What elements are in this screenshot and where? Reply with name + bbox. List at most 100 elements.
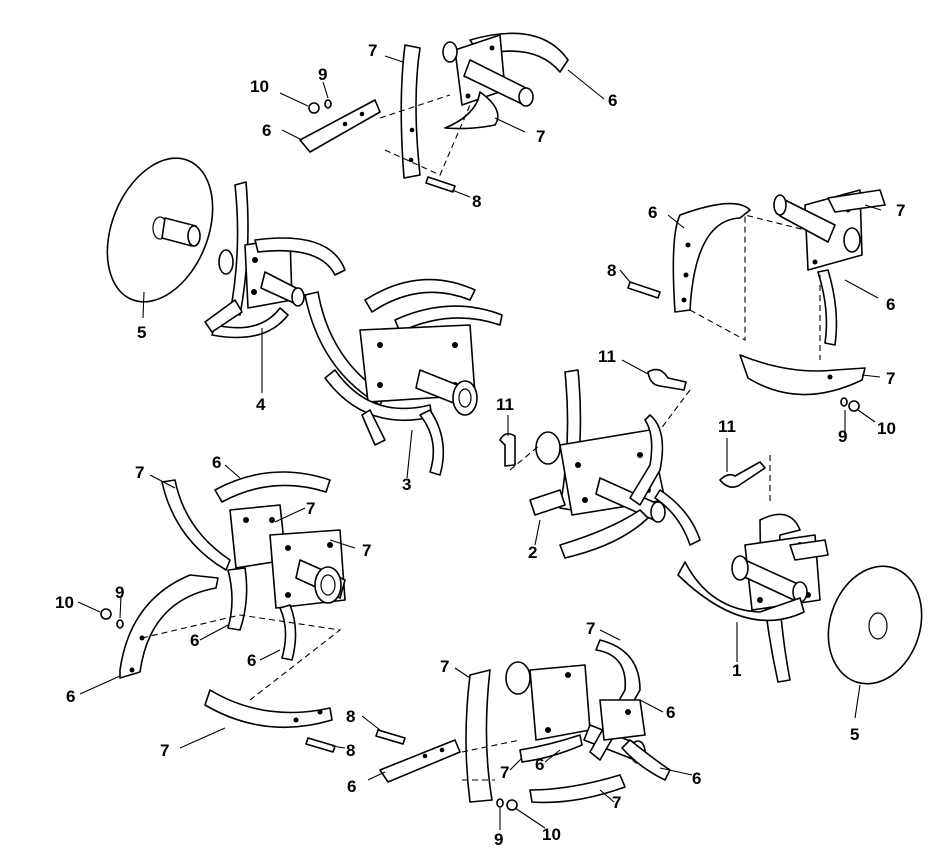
callout-label: 9 — [115, 583, 124, 602]
callout-label: 11 — [718, 417, 736, 436]
callout-label: 6 — [247, 651, 256, 670]
nut-10-right — [848, 400, 860, 412]
callout-label: 6 — [535, 755, 544, 774]
tine-3-down-2 — [361, 409, 386, 446]
tine-6-right-curved — [672, 202, 751, 313]
callout-label: 10 — [250, 77, 269, 96]
nut-10-left — [100, 608, 112, 620]
sleeve-left-lower — [314, 566, 342, 604]
bolt-8-bottom-a — [375, 729, 406, 745]
callout-label: 4 — [256, 395, 266, 414]
tine-bottom-right-down — [621, 739, 671, 781]
top-tine-group — [279, 32, 605, 198]
callout-label: 6 — [648, 203, 657, 222]
callout-label: 6 — [347, 777, 356, 796]
right-bottom-tine-group-1 — [677, 513, 923, 719]
callout-label: 7 — [896, 201, 905, 220]
tine-7-left-curve — [161, 479, 231, 571]
callout-label: 7 — [368, 41, 377, 60]
tine-left-lower-right — [279, 604, 297, 661]
washer-9-right — [840, 397, 848, 407]
callout-label: 5 — [850, 725, 859, 744]
callout-label: 7 — [306, 499, 315, 518]
tine-2-lower-left — [529, 489, 566, 516]
disc-5-left — [106, 157, 214, 303]
tine-2-lower-right — [654, 489, 701, 546]
callout-labels: 7 10 9 6 6 7 8 5 4 3 6 7 8 6 11 7 9 10 1… — [55, 41, 905, 849]
tine-6-left-arc — [214, 471, 331, 503]
tine-4-lower — [204, 299, 243, 333]
tine-1-right — [789, 539, 829, 561]
washer-9-bottom — [496, 798, 504, 808]
callout-label: 7 — [500, 763, 509, 782]
tine-bottom-lower-arc — [529, 774, 626, 804]
callout-label: 6 — [666, 703, 675, 722]
callout-label: 6 — [262, 121, 271, 140]
bolt-8-bottom-b — [305, 737, 336, 753]
right-upper-tine-group — [619, 189, 886, 432]
callout-label: 9 — [494, 830, 503, 849]
tine-7-bottom-vertical — [465, 669, 493, 803]
callout-label: 8 — [346, 741, 355, 760]
center-tine-group-3 — [304, 278, 503, 479]
callout-label: 10 — [877, 419, 896, 438]
callout-label: 10 — [55, 593, 74, 612]
bolt-8-top — [425, 176, 456, 193]
tine-4-curved-bottom — [211, 307, 289, 339]
tine-6-left-bottom — [119, 574, 219, 679]
callout-label: 11 — [496, 395, 514, 414]
tine-7-left-bottom — [204, 689, 333, 729]
callout-label: 2 — [528, 543, 537, 562]
callout-label: 6 — [886, 295, 895, 314]
callout-label: 7 — [362, 541, 371, 560]
callout-label: 8 — [472, 192, 481, 211]
callout-label: 7 — [612, 793, 621, 812]
tine-6-right-down — [817, 269, 838, 346]
tine-left-lower-mid — [227, 567, 248, 631]
callout-label: 9 — [838, 427, 847, 446]
washer-9-left — [116, 619, 124, 629]
callout-label: 6 — [608, 91, 617, 110]
bolt-8-right — [627, 281, 661, 299]
callout-label: 11 — [598, 347, 616, 366]
callout-label: 6 — [212, 453, 221, 472]
tine-7-right-arc — [739, 354, 866, 396]
tine-6-bottom-small — [379, 739, 461, 783]
tine-2-bottom — [559, 509, 649, 559]
nut-10-bottom — [506, 799, 518, 811]
tine-3-top-arc — [364, 278, 476, 313]
callout-label: 7 — [886, 369, 895, 388]
tine-2-right — [629, 414, 664, 506]
callout-label: 6 — [190, 631, 199, 650]
clip-11-right — [719, 461, 766, 488]
callout-label: 7 — [440, 657, 449, 676]
callout-label: 8 — [607, 261, 616, 280]
callout-label: 5 — [137, 323, 146, 342]
tine-3-top-arc-2 — [394, 305, 503, 333]
sleeve-3 — [452, 380, 478, 416]
bottom-tine-group — [305, 629, 693, 830]
callout-label: 1 — [732, 661, 741, 680]
tine-4-curved-top — [254, 237, 346, 276]
tine-1-curved — [677, 561, 805, 622]
disc-5-right — [827, 565, 923, 685]
callout-label: 6 — [66, 687, 75, 706]
washer-9-top — [324, 99, 332, 109]
callout-label: 9 — [318, 65, 327, 84]
left-lower-tine-group — [77, 464, 356, 749]
clip-11-left — [499, 432, 516, 467]
middle-tine-group-2 — [499, 359, 771, 559]
tine-7-top-vertical — [400, 44, 421, 179]
nut-10-top — [308, 102, 320, 114]
callout-label: 10 — [542, 825, 561, 844]
tine-bottom-left-low — [519, 734, 583, 763]
hub-plate-bottom-2 — [599, 699, 646, 741]
callout-label: 7 — [160, 741, 169, 760]
hub-plate-bottom — [529, 664, 591, 741]
tine-4-vertical — [229, 181, 249, 316]
callout-label: 7 — [135, 463, 144, 482]
left-disc-group — [106, 157, 346, 393]
clip-11-middle — [647, 368, 687, 391]
callout-label: 8 — [346, 707, 355, 726]
